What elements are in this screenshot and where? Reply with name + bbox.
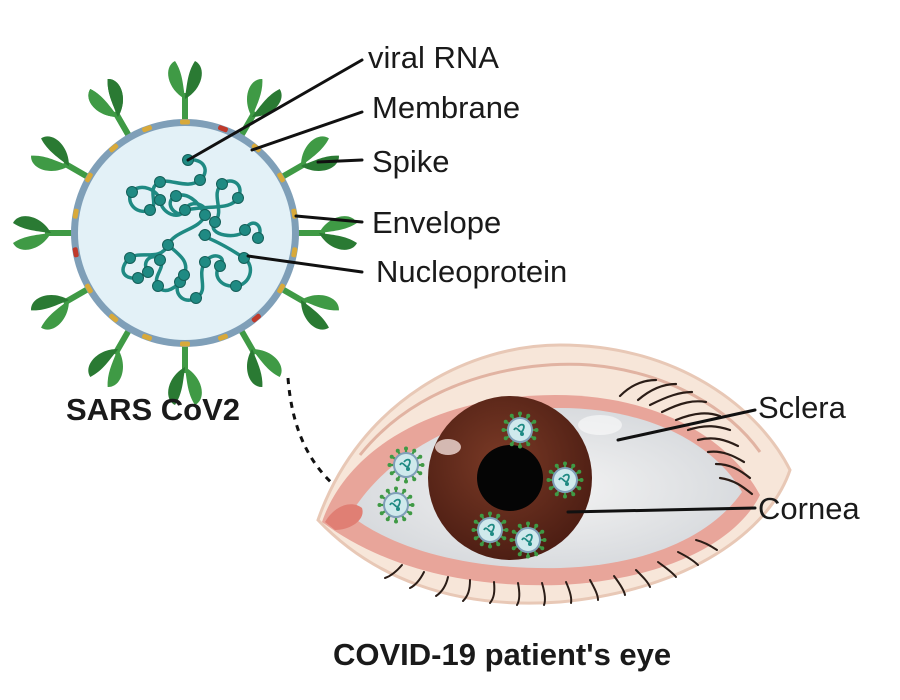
rna-bead — [216, 178, 228, 190]
eye-leader-lines — [566, 408, 757, 514]
rna-bead — [194, 174, 206, 186]
label-cornea: Cornea — [758, 491, 860, 526]
small-virus-icon — [546, 461, 584, 499]
rna-bead — [199, 209, 211, 221]
label-nucleoprotein: Nucleoprotein — [376, 254, 567, 289]
nucleoprotein-beads — [124, 154, 264, 304]
envelope-protein-icon — [72, 247, 79, 258]
envelope-protein-icon — [142, 125, 153, 133]
rna-bead — [142, 266, 154, 278]
rna-bead — [230, 280, 242, 292]
pupil — [477, 445, 543, 511]
rna-bead — [179, 204, 191, 216]
label-envelope: Envelope — [372, 205, 501, 240]
rna-bead — [154, 194, 166, 206]
spike-icon — [31, 286, 90, 330]
rna-bead — [252, 232, 264, 244]
envelope-protein-icon — [84, 283, 93, 294]
rna-bead — [162, 239, 174, 251]
spike-icon — [280, 286, 339, 330]
label-membrane: Membrane — [372, 90, 520, 125]
envelope-protein-icon — [251, 313, 261, 323]
rna-bead — [144, 204, 156, 216]
envelope-protein-icon — [277, 283, 286, 294]
rna-bead — [126, 186, 138, 198]
rna-bead — [232, 192, 244, 204]
rna-bead — [209, 216, 221, 228]
rna-bead — [132, 272, 144, 284]
rna-bead — [199, 229, 211, 241]
upper-eyelashes — [618, 378, 754, 496]
envelope-protein-icon — [109, 313, 119, 323]
envelope-protein-icon — [277, 172, 286, 183]
rna-bead — [154, 176, 166, 188]
envelope-protein-icon — [180, 119, 190, 125]
rna-bead — [178, 269, 190, 281]
label-viral-rna: viral RNA — [368, 40, 499, 75]
rna-bead — [152, 280, 164, 292]
rna-bead — [154, 254, 166, 266]
label-sclera: Sclera — [758, 390, 847, 425]
envelope-protein-icon — [180, 341, 190, 347]
spike-icon — [238, 328, 282, 387]
spike-icon — [31, 136, 90, 180]
spike-icon — [13, 216, 73, 250]
small-virus-icon — [509, 521, 547, 559]
small-virus-icon — [501, 411, 539, 449]
eye-illustration — [316, 343, 792, 606]
virus-title: SARS CoV2 — [66, 392, 240, 427]
rna-bead — [170, 190, 182, 202]
rna-bead — [239, 224, 251, 236]
envelope-protein-icon — [84, 172, 93, 183]
envelope-protein-icon — [217, 125, 228, 133]
virus-leader-lines — [186, 58, 364, 274]
small-virus-icon — [471, 511, 509, 549]
rna-bead — [238, 252, 250, 264]
virus-particles-in-eye — [377, 411, 584, 559]
label-spike: Spike — [372, 144, 450, 179]
envelope-protein-icon — [72, 208, 79, 219]
envelope-protein-icon — [109, 143, 119, 153]
envelope-protein-icon — [291, 247, 298, 258]
rna-bead — [124, 252, 136, 264]
sars-cov2-virus — [13, 61, 357, 405]
rna-bead — [199, 256, 211, 268]
rna-bead — [190, 292, 202, 304]
spike-icon — [88, 328, 132, 387]
envelope-proteins — [72, 119, 298, 347]
lower-eyelashes — [384, 539, 718, 606]
spike-icon — [88, 79, 132, 138]
spike-icon — [168, 61, 202, 121]
small-virus-icon — [387, 446, 425, 484]
spike-icon — [168, 345, 202, 405]
rna-bead — [214, 260, 226, 272]
envelope-protein-icon — [217, 333, 228, 341]
small-virus-icon — [377, 486, 415, 524]
eye-title: COVID-19 patient's eye — [333, 637, 671, 672]
envelope-protein-icon — [142, 333, 153, 341]
